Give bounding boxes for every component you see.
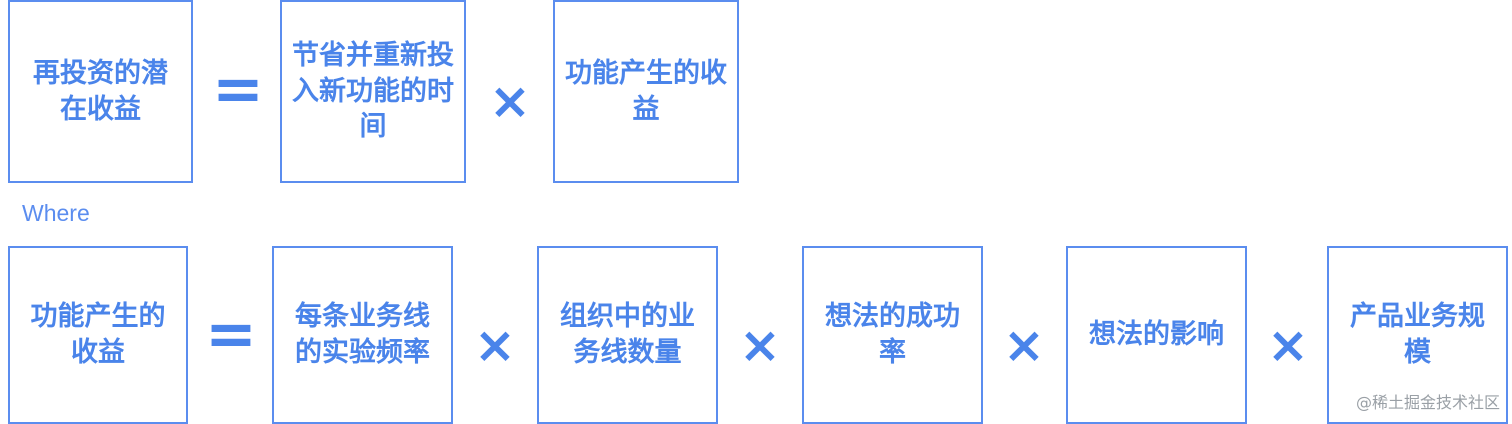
multiply-sign-row2-4: ×	[1267, 316, 1309, 374]
watermark: @稀土掘金技术社区	[1355, 393, 1500, 412]
feature-return-box: 功能产生的收益	[8, 246, 188, 424]
idea-success-rate-box: 想法的成功率	[802, 246, 983, 424]
potential-reinvestment-return-label: 再投资的潜在收益	[33, 57, 168, 125]
idea-impact-label: 想法的影响	[1089, 319, 1224, 351]
where-label: Where	[22, 200, 90, 226]
business-lines-count-label: 组织中的业务线数量	[560, 301, 695, 368]
multiply-sign-row2-1: ×	[474, 316, 516, 374]
equals-sign-row2: =	[205, 297, 257, 370]
product-business-scale-box: 产品业务规模	[1327, 246, 1508, 424]
business-lines-count-box: 组织中的业务线数量	[537, 246, 718, 424]
experiment-frequency-box: 每条业务线的实验频率	[272, 246, 453, 424]
potential-reinvestment-return-box: 再投资的潜在收益	[8, 0, 193, 183]
idea-impact-box: 想法的影响	[1066, 246, 1247, 424]
multiply-sign-row2-3: ×	[1003, 316, 1045, 374]
time-saved-label: 节省并重新投入新功能的时间	[292, 39, 454, 143]
feature-return-label: 功能产生的收益	[30, 301, 166, 368]
time-saved-box: 节省并重新投入新功能的时间	[280, 0, 466, 183]
multiply-sign: ×	[489, 72, 531, 130]
experiment-frequency-label: 每条业务线的实验频率	[295, 301, 430, 368]
feature-return-label-top: 功能产生的收益	[565, 57, 727, 125]
equals-sign: =	[212, 52, 264, 125]
idea-success-rate-label: 想法的成功率	[825, 301, 960, 368]
product-business-scale-label: 产品业务规模	[1350, 301, 1485, 368]
feature-return-box-top: 功能产生的收益	[553, 0, 739, 183]
multiply-sign-row2-2: ×	[739, 316, 781, 374]
